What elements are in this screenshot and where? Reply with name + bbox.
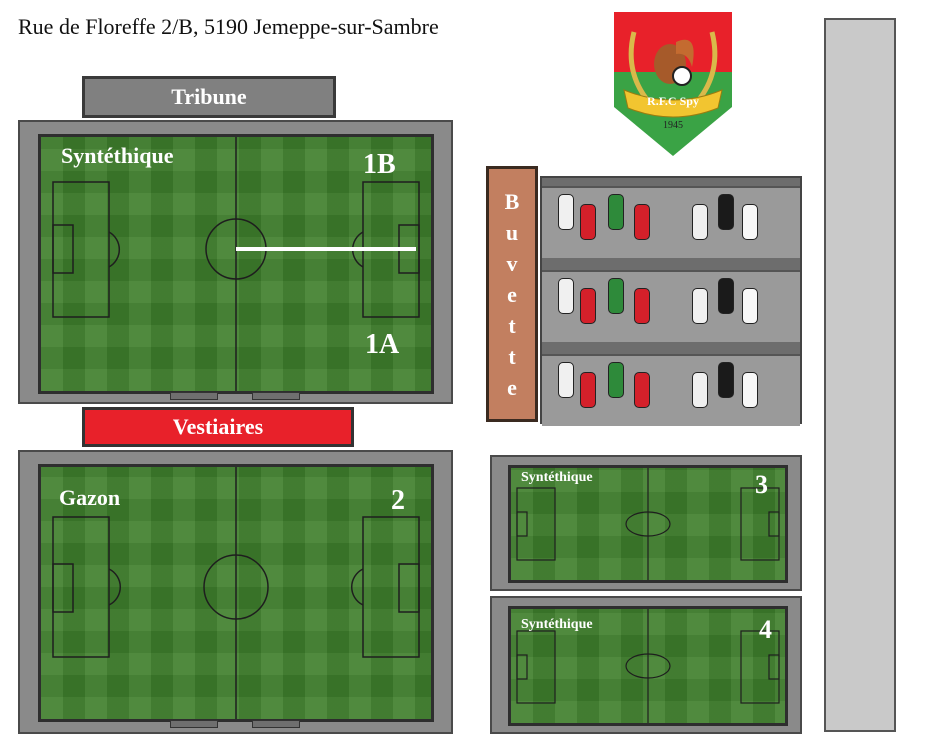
parked-car-icon — [608, 362, 624, 398]
buvette-letter: u — [505, 219, 519, 245]
field-4-surface: Syntéthique — [521, 617, 593, 632]
bench — [252, 392, 300, 400]
parked-car-icon — [742, 204, 758, 240]
pitch-lines-icon — [516, 609, 780, 723]
buvette-letter: e — [507, 281, 517, 307]
parked-car-icon — [742, 372, 758, 408]
parked-car-icon — [634, 288, 650, 324]
buvette-letter: e — [507, 374, 517, 400]
parked-car-icon — [634, 372, 650, 408]
field-2-pitch: Gazon 2 — [38, 464, 434, 722]
parked-car-icon — [558, 194, 574, 230]
parked-car-icon — [718, 278, 734, 314]
shield-icon: R.F.C Spy 1945 — [614, 12, 732, 156]
parked-car-icon — [692, 288, 708, 324]
club-logo: R.F.C Spy 1945 — [614, 12, 732, 156]
parking-lot — [540, 176, 802, 426]
bench — [252, 720, 300, 728]
road — [824, 18, 896, 732]
buvette-letter: B — [504, 188, 520, 214]
field-3-pitch: Syntéthique 3 — [508, 465, 788, 583]
field-1b-number: 1B — [363, 149, 396, 180]
buvette-letter: t — [508, 343, 516, 369]
tribune-label: Tribune — [171, 84, 247, 109]
parked-car-icon — [608, 278, 624, 314]
field-2-surface: Gazon — [59, 485, 121, 510]
pitch-lines-icon — [52, 137, 420, 391]
field-4-frame: Syntéthique 4 — [490, 596, 802, 734]
field-1a-number: 1A — [365, 329, 400, 360]
pitch-lines-icon — [52, 467, 420, 719]
logo-club-name: R.F.C Spy — [647, 94, 699, 108]
parked-car-icon — [634, 204, 650, 240]
field-2-frame: Gazon 2 — [18, 450, 453, 734]
field-1-pitch: Syntéthique 1B 1A — [38, 134, 434, 394]
field-4-number: 4 — [759, 615, 772, 644]
vestiaires-label: Vestiaires — [172, 414, 264, 439]
vestiaires-building: Vestiaires — [82, 407, 354, 447]
address-text: Rue de Floreffe 2/B, 5190 Jemeppe-sur-Sa… — [18, 14, 439, 39]
tribune-building: Tribune — [82, 76, 336, 118]
parked-car-icon — [692, 204, 708, 240]
field-2-number: 2 — [391, 485, 405, 516]
parked-car-icon — [718, 362, 734, 398]
field-3-frame: Syntéthique 3 — [490, 455, 802, 591]
parked-car-icon — [608, 194, 624, 230]
parked-car-icon — [718, 194, 734, 230]
field-4-pitch: Syntéthique 4 — [508, 606, 788, 726]
field-3-surface: Syntéthique — [521, 470, 593, 485]
parked-car-icon — [558, 278, 574, 314]
logo-year: 1945 — [663, 120, 683, 131]
parked-car-icon — [558, 362, 574, 398]
parked-car-icon — [742, 288, 758, 324]
bench — [170, 720, 218, 728]
buvette-letter: v — [506, 250, 518, 276]
parked-car-icon — [692, 372, 708, 408]
field-1-frame: Syntéthique 1B 1A — [18, 120, 453, 404]
parked-car-icon — [580, 288, 596, 324]
parked-car-icon — [580, 372, 596, 408]
field-3-number: 3 — [755, 470, 768, 499]
buvette-letter: t — [508, 312, 516, 338]
pitch-lines-icon — [516, 468, 780, 580]
bench — [170, 392, 218, 400]
field-1-surface: Syntéthique — [61, 143, 174, 168]
parked-car-icon — [580, 204, 596, 240]
buvette-building: B u v e t t e — [486, 166, 538, 422]
